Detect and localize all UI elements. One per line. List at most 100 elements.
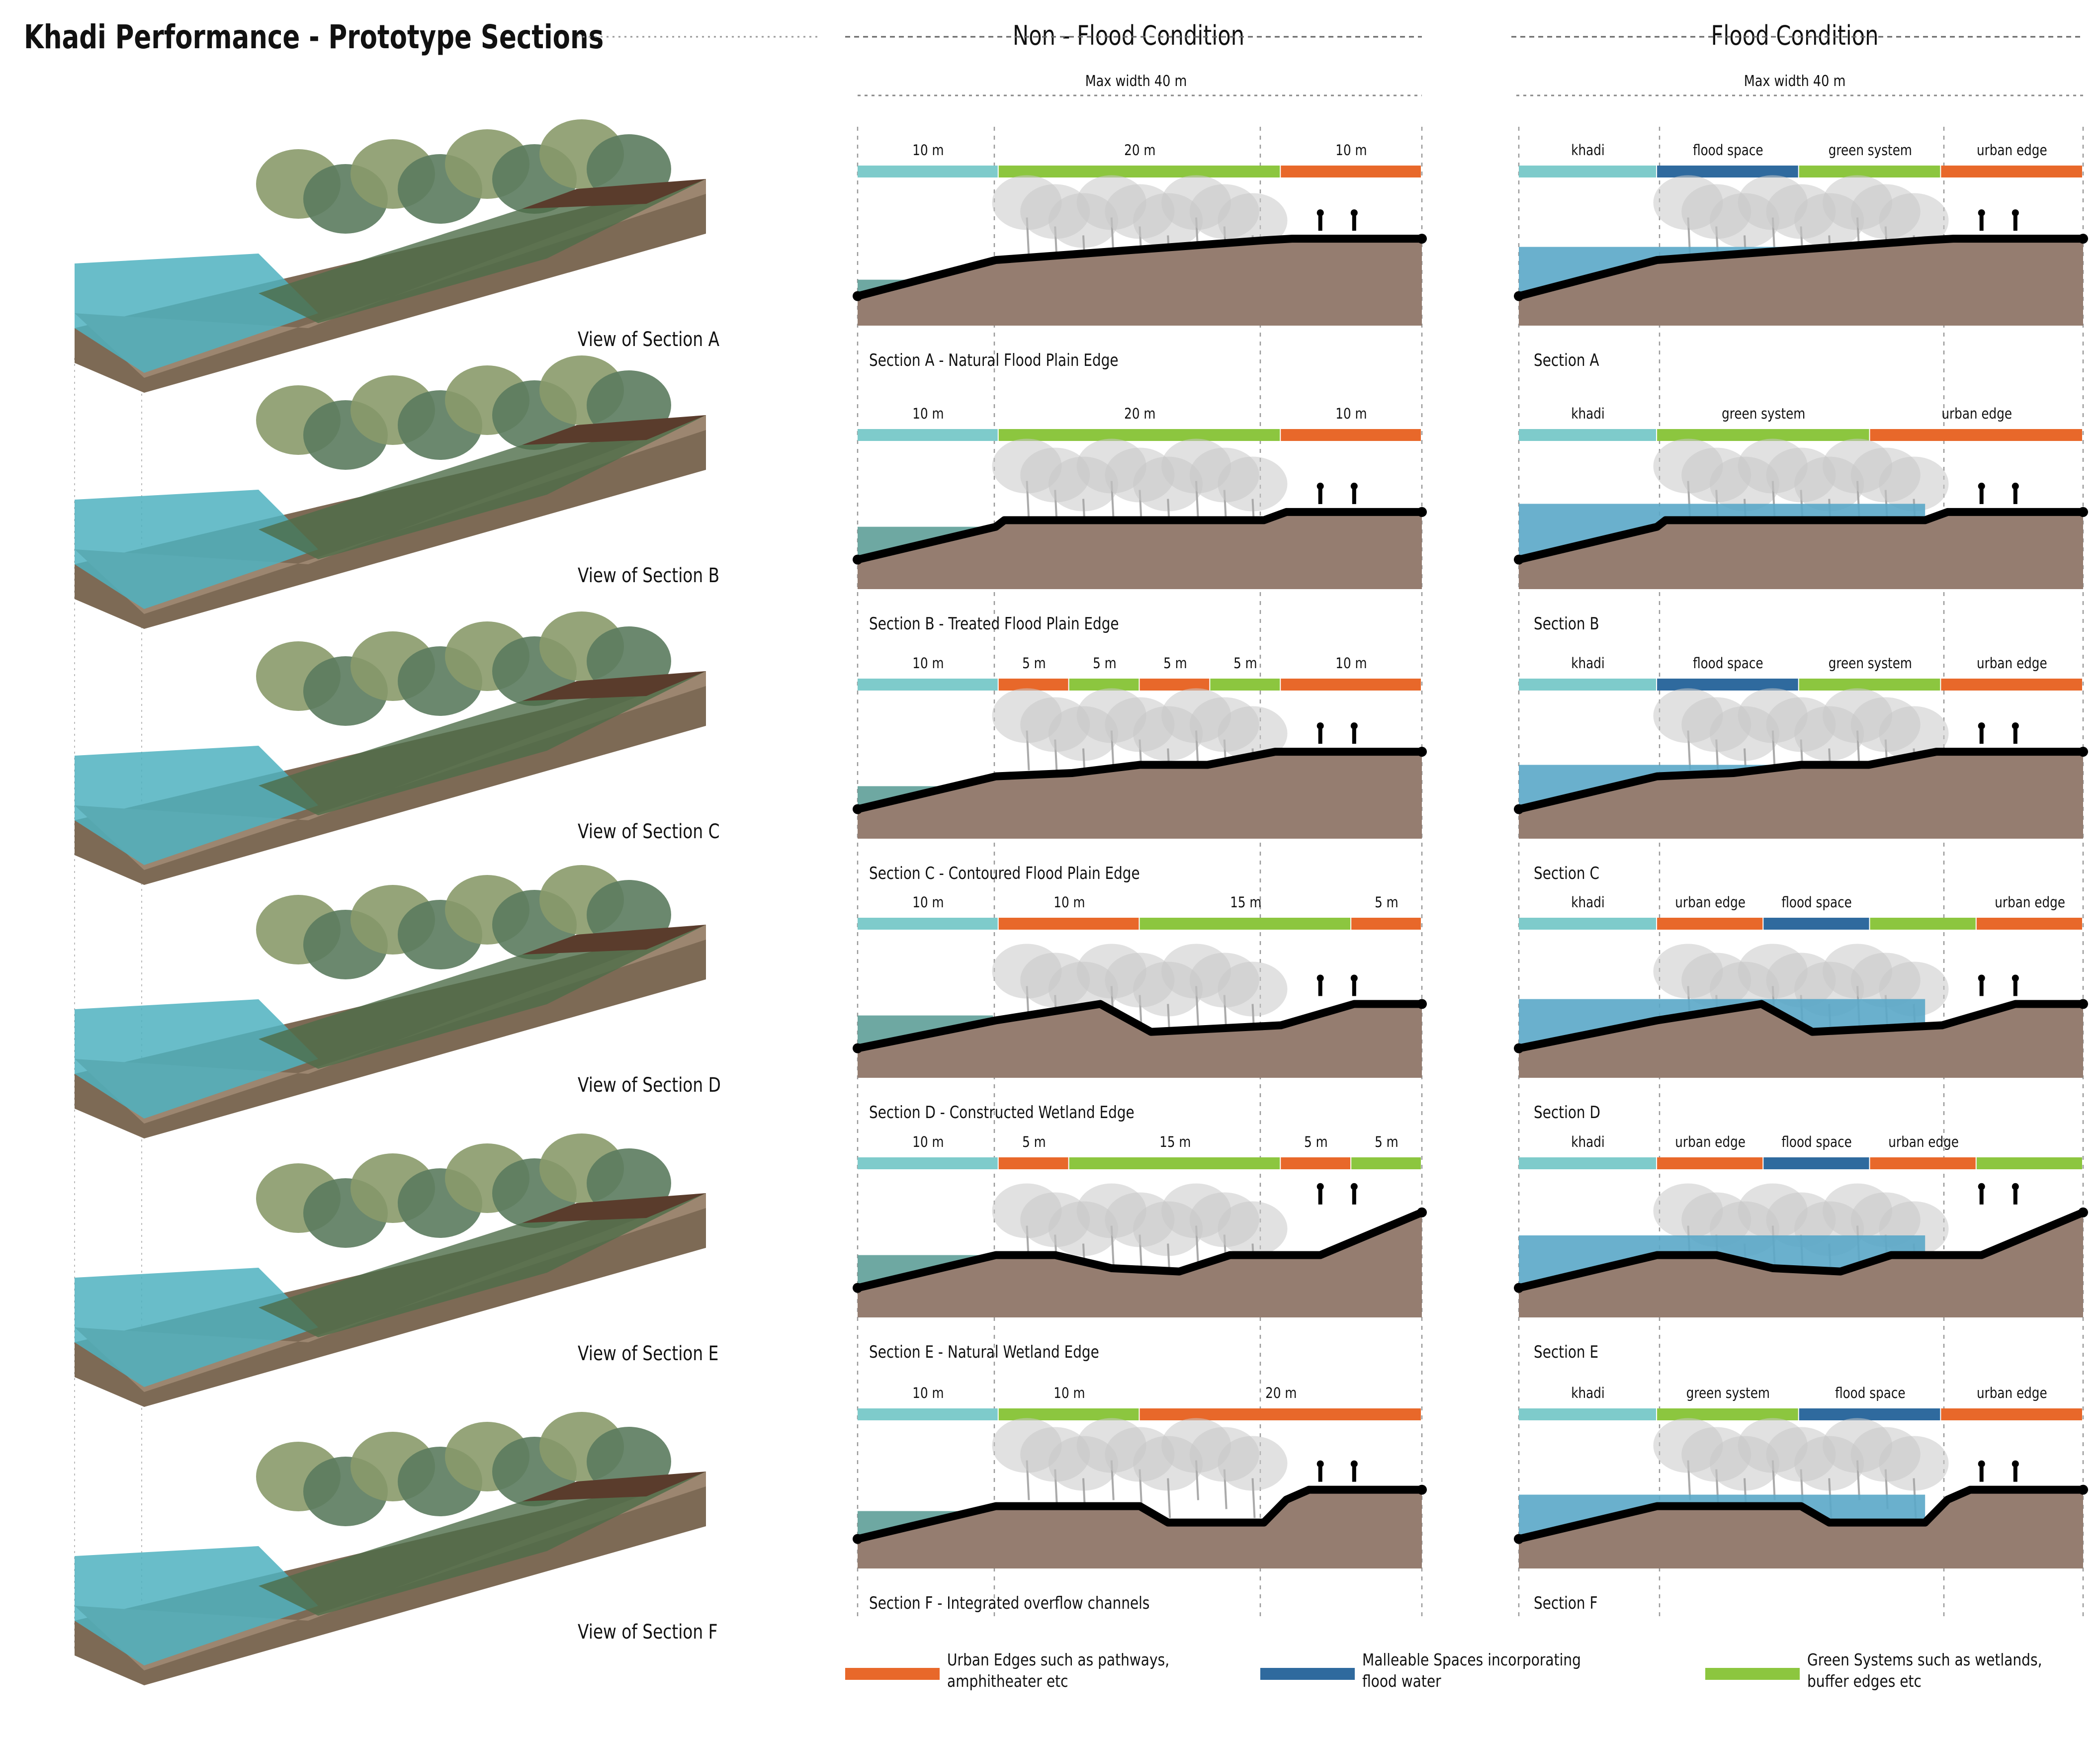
person-figure — [2013, 216, 2017, 231]
nonflood-band-bar — [858, 918, 1421, 930]
urban-band — [1976, 918, 2082, 930]
band-label: 5 m — [1022, 1133, 1046, 1150]
urban-band — [1870, 1157, 1976, 1169]
band-label: 10 m — [1335, 405, 1367, 422]
profile-end-dot — [1514, 804, 1524, 814]
flood-section-d — [1514, 944, 2088, 1078]
khadi-band — [858, 429, 998, 441]
ground-profile-line — [1515, 1208, 2087, 1292]
flood-band-bar — [1519, 166, 2082, 177]
flood-band — [1799, 1408, 1940, 1420]
profile-end-dot — [1514, 1283, 1524, 1293]
ground-mass — [1519, 752, 2083, 839]
tree-canopy — [1218, 961, 1288, 1017]
band-label: green system — [1828, 655, 1912, 672]
band-label: 5 m — [1375, 894, 1399, 911]
khadi-band — [1519, 918, 1657, 930]
urban-band — [1139, 1408, 1421, 1420]
flood-band-bar — [1519, 1408, 2082, 1420]
nonflood-band-bar — [858, 429, 1421, 441]
band-label: 20 m — [1124, 142, 1156, 159]
band-label: 10 m — [912, 142, 944, 159]
view-label: View of Section E — [578, 1342, 719, 1365]
block-vegetation-bed — [259, 1193, 706, 1337]
band-label: 10 m — [912, 655, 944, 672]
profile-end-dot — [853, 804, 863, 814]
profile-end-dot — [1417, 507, 1427, 517]
band-label: khadi — [1571, 655, 1605, 672]
urban-band — [998, 1157, 1068, 1169]
band-label: 10 m — [912, 1133, 944, 1150]
band-label: 10 m — [1335, 142, 1367, 159]
block-view-b — [75, 355, 706, 629]
person-head — [2012, 209, 2019, 217]
nonflood-section-c — [853, 688, 1427, 839]
band-label: 10 m — [912, 894, 944, 911]
nonflood-section-f — [853, 1418, 1427, 1568]
khadi-band — [858, 679, 998, 691]
nonflood-section-e — [853, 1183, 1427, 1317]
profile-end-dot — [853, 1534, 863, 1544]
khadi-band — [1519, 1408, 1657, 1420]
view-label: View of Section D — [578, 1074, 721, 1097]
person-figure — [1352, 981, 1356, 996]
ground-profile-line — [854, 1000, 1426, 1052]
person-head — [1350, 1183, 1358, 1190]
block-view-d — [75, 865, 706, 1138]
page-title: Khadi Performance - Prototype Sections — [24, 18, 604, 56]
urban-band — [1941, 679, 2082, 691]
profile-end-dot — [2078, 1207, 2088, 1217]
flood-section-caption: Section C — [1534, 864, 1599, 883]
band-label: urban edge — [1675, 894, 1746, 911]
ground-mass — [858, 1212, 1422, 1317]
band-label: urban edge — [1995, 894, 2065, 911]
band-label: 5 m — [1233, 655, 1258, 672]
band-label: flood space — [1781, 1133, 1852, 1150]
profile-end-dot — [1417, 234, 1427, 244]
person-figure — [2013, 1189, 2017, 1205]
band-label: flood space — [1693, 655, 1763, 672]
block-vegetation-bed — [259, 925, 706, 1069]
view-label: View of Section F — [578, 1621, 718, 1644]
tree-trunk — [1167, 1478, 1171, 1518]
view-label: View of Section B — [578, 564, 720, 587]
flood-band-bar — [1519, 1157, 2082, 1169]
person-head — [1350, 209, 1358, 217]
urban-band — [998, 679, 1068, 691]
section-caption: Section E - Natural Wetland Edge — [869, 1342, 1099, 1362]
person-figure — [1318, 729, 1322, 744]
profile-end-dot — [2078, 507, 2088, 517]
ground-profile-line — [1515, 1000, 2087, 1052]
block-vegetation-bed — [259, 671, 706, 815]
band-label: khadi — [1571, 1385, 1605, 1401]
profile-end-dot — [1514, 1043, 1524, 1053]
person-figure — [1318, 981, 1322, 996]
block-water — [75, 999, 318, 1119]
nonflood-band-bar — [858, 1408, 1421, 1420]
tree-canopy — [1218, 456, 1288, 512]
urban-band — [1657, 918, 1763, 930]
nonflood-section-b — [853, 438, 1427, 589]
green-band — [1799, 679, 1940, 691]
green-band — [998, 429, 1280, 441]
tree-canopy — [1218, 193, 1288, 248]
green-band — [998, 166, 1280, 177]
profile-end-dot — [2078, 747, 2088, 757]
profile-end-dot — [1514, 554, 1524, 565]
person-head — [1978, 974, 1985, 982]
person-head — [1350, 1460, 1358, 1468]
band-label: urban edge — [1977, 1385, 2047, 1401]
band-label: khadi — [1571, 1133, 1605, 1150]
green-band — [1351, 1157, 1421, 1169]
block-urban-deck — [522, 671, 706, 701]
flood-band-bar — [1519, 918, 2082, 930]
band-label: urban edge — [1977, 655, 2047, 672]
ground-profile-line — [854, 508, 1426, 564]
non-flood-header: Non - Flood Condition — [1012, 20, 1245, 51]
person-head — [1978, 1183, 1985, 1190]
person-figure — [1352, 1189, 1356, 1205]
profile-end-dot — [853, 554, 863, 565]
person-figure — [1318, 1189, 1322, 1205]
profile-end-dot — [853, 1043, 863, 1053]
